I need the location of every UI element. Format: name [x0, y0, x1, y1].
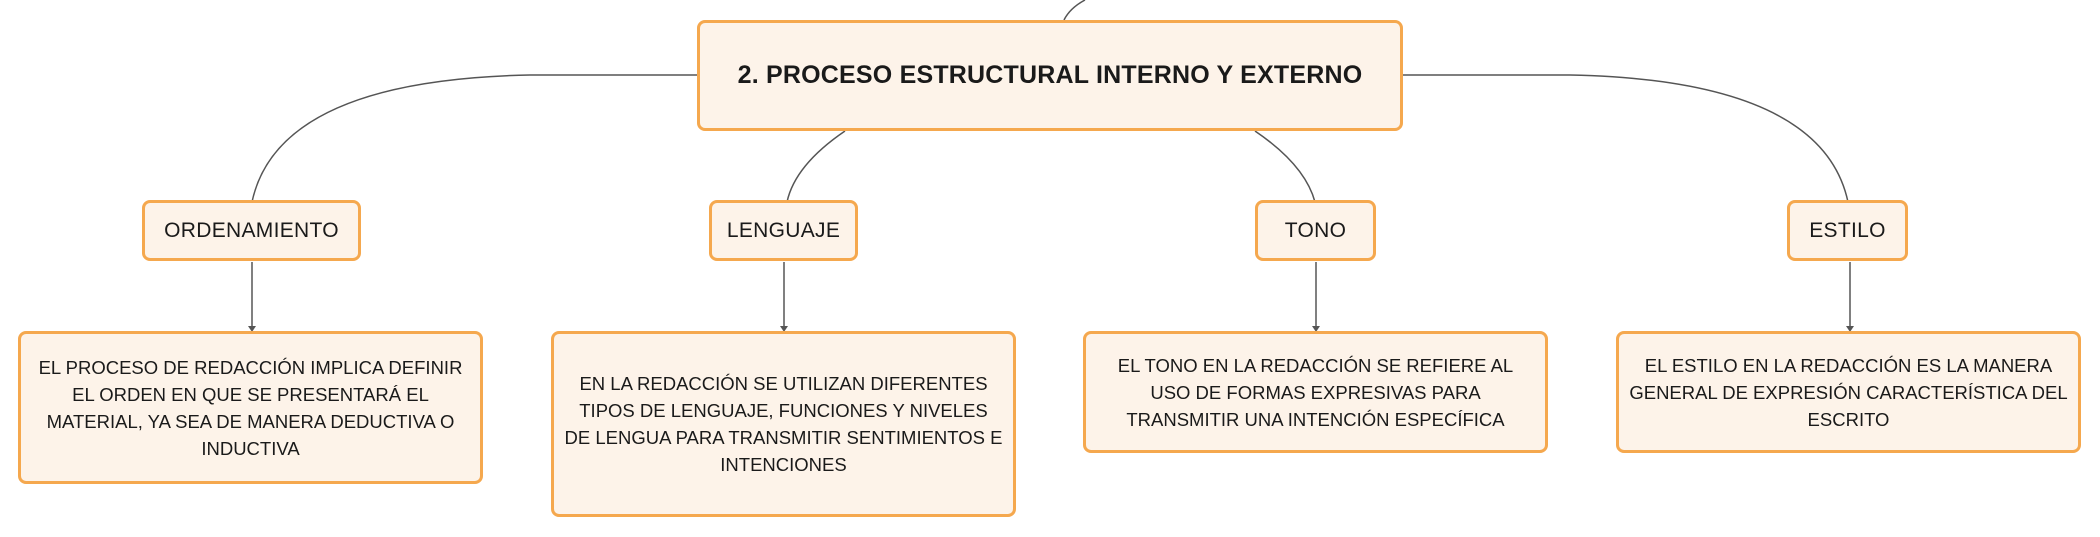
category-label: LENGUAJE	[726, 218, 841, 242]
category-label: ESTILO	[1809, 218, 1886, 242]
connector-root-to-ordenamiento	[251, 74, 698, 203]
category-label: TONO	[1284, 218, 1347, 242]
description-node-ordenamiento[interactable]: EL PROCESO DE REDACCIÓN IMPLICA DEFINIR …	[18, 331, 483, 484]
category-label: ORDENAMIENTO	[164, 218, 339, 242]
category-node-estilo[interactable]: ESTILO	[1787, 200, 1908, 261]
description-node-estilo[interactable]: EL ESTILO EN LA REDACCIÓN ES LA MANERA G…	[1616, 331, 2081, 453]
connector-root-to-tono	[1254, 130, 1316, 203]
root-label: 2. PROCESO ESTRUCTURAL INTERNO Y EXTERNO	[737, 61, 1363, 89]
arrowhead-lenguaje	[780, 326, 788, 332]
category-node-ordenamiento[interactable]: ORDENAMIENTO	[142, 200, 361, 261]
arrowhead-tono	[1312, 326, 1320, 332]
description-node-tono[interactable]: EL TONO EN LA REDACCIÓN SE REFIERE AL US…	[1083, 331, 1548, 453]
category-node-lenguaje[interactable]: LENGUAJE	[709, 200, 858, 261]
arrowhead-ordenamiento	[248, 326, 256, 332]
description-text: EN LA REDACCIÓN SE UTILIZAN DIFERENTES T…	[564, 373, 1003, 475]
connector-root-to-lenguaje	[786, 130, 846, 203]
description-text: EL ESTILO EN LA REDACCIÓN ES LA MANERA G…	[1629, 354, 2068, 430]
connector-root-to-estilo	[1403, 74, 1849, 203]
root-node[interactable]: 2. PROCESO ESTRUCTURAL INTERNO Y EXTERNO	[697, 20, 1403, 131]
category-node-tono[interactable]: TONO	[1255, 200, 1376, 261]
description-node-lenguaje[interactable]: EN LA REDACCIÓN SE UTILIZAN DIFERENTES T…	[551, 331, 1016, 517]
description-text: EL TONO EN LA REDACCIÓN SE REFIERE AL US…	[1117, 354, 1514, 430]
description-text: EL PROCESO DE REDACCIÓN IMPLICA DEFINIR …	[38, 356, 463, 459]
connector-parent-to-root	[1063, 0, 1086, 21]
arrowhead-estilo	[1846, 326, 1854, 332]
